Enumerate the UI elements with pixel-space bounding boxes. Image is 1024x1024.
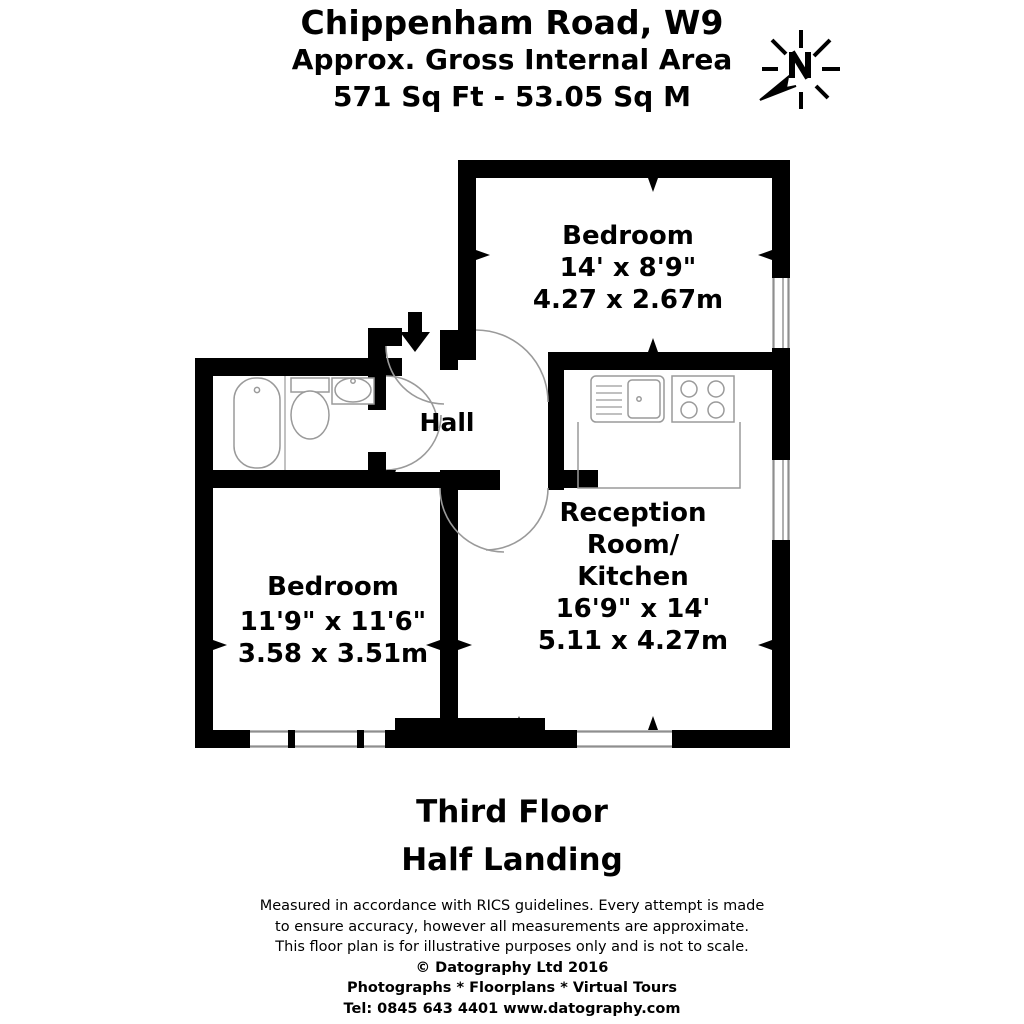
compass-svg bbox=[759, 30, 840, 109]
kitchen-fixtures bbox=[577, 375, 741, 489]
door-swing-entrance bbox=[385, 345, 445, 405]
toilet-icon bbox=[290, 377, 330, 440]
dim-reception-right bbox=[758, 640, 772, 650]
room-label-group: Bedroom 14' x 8'9" 4.27 x 2.67m Hall Bed… bbox=[238, 221, 728, 669]
room-label-reception-kitchen: Reception Room/ Kitchen 16'9" x 14' 5.11… bbox=[538, 498, 728, 656]
dim-bedroom-second-left bbox=[213, 640, 227, 650]
room-label-bedroom-second: Bedroom 11'9" x 11'6" 3.58 x 3.51m bbox=[238, 572, 428, 669]
bathroom-fixtures bbox=[232, 376, 375, 470]
reception-imperial: 16'9" x 14' bbox=[556, 594, 711, 624]
dim-reception-left bbox=[458, 640, 472, 650]
floor-caption-line1: Third Floor bbox=[416, 794, 608, 830]
page-title: Chippenham Road, W9 bbox=[300, 3, 724, 42]
door-swing-group bbox=[385, 329, 549, 553]
dim-reception-bottom bbox=[648, 716, 658, 730]
door-swing-hall-secondary bbox=[385, 375, 439, 429]
window-group bbox=[250, 278, 790, 748]
hob-icon bbox=[671, 375, 735, 423]
bedroom-second-name: Bedroom bbox=[267, 572, 399, 602]
floor-caption-line2: Half Landing bbox=[401, 842, 623, 879]
door-swing-bedroom-second bbox=[439, 487, 505, 553]
dimension-marker-group bbox=[213, 178, 772, 730]
area-value: 571 Sq Ft - 53.05 Sq M bbox=[333, 80, 691, 114]
wall-group bbox=[195, 160, 790, 748]
dim-bedroom-second-bottom bbox=[514, 716, 524, 730]
footer-line-1: Measured in accordance with RICS guideli… bbox=[259, 898, 765, 914]
footer-line-3: This floor plan is for illustrative purp… bbox=[275, 939, 749, 956]
floor-caption: Third Floor Half Landing bbox=[0, 788, 1024, 884]
window-reception-south bbox=[577, 730, 672, 748]
dim-bedroom-second-right bbox=[426, 640, 440, 650]
window-reception-east bbox=[772, 460, 790, 540]
washbasin-icon bbox=[331, 377, 375, 405]
compass-north-icon bbox=[748, 22, 852, 118]
bedroom-main-name: Bedroom bbox=[562, 221, 694, 251]
bathtub-icon bbox=[232, 376, 282, 470]
floor-plan-drawing: Bedroom 14' x 8'9" 4.27 x 2.67m Hall Bed… bbox=[0, 140, 1024, 770]
room-label-bedroom-main: Bedroom 14' x 8'9" 4.27 x 2.67m bbox=[533, 221, 723, 315]
door-swing-bathroom bbox=[385, 414, 442, 471]
bedroom-second-imperial: 11'9" x 11'6" bbox=[240, 607, 426, 637]
reception-name-line2: Room/ bbox=[587, 530, 680, 560]
footer-services: Photographs * Floorplans * Virtual Tours bbox=[346, 980, 678, 997]
reception-metric: 5.11 x 4.27m bbox=[538, 626, 728, 656]
area-label: Approx. Gross Internal Area bbox=[291, 43, 733, 77]
dim-bedroom-main-left bbox=[476, 250, 490, 260]
footer-contact: Tel: 0845 643 4401 www.datography.com bbox=[343, 1000, 681, 1017]
footer-line-2: to ensure accuracy, however all measurem… bbox=[275, 918, 749, 935]
reception-name-line1: Reception bbox=[559, 498, 706, 528]
floor-plan-svg: Bedroom 14' x 8'9" 4.27 x 2.67m Hall Bed… bbox=[195, 160, 790, 748]
dim-bathroom-bottom bbox=[386, 470, 396, 484]
footer-copyright: © Datography Ltd 2016 bbox=[415, 959, 609, 976]
bedroom-second-metric: 3.58 x 3.51m bbox=[238, 639, 428, 669]
hall-name: Hall bbox=[420, 408, 475, 437]
plan-footer: Measured in accordance with RICS guideli… bbox=[0, 896, 1024, 1019]
kitchen-counter-icon bbox=[577, 422, 741, 489]
bedroom-main-imperial: 14' x 8'9" bbox=[560, 253, 697, 283]
window-bedroom-main-east bbox=[772, 278, 790, 348]
reception-name-line3: Kitchen bbox=[577, 562, 689, 592]
door-swing-bedroom-main bbox=[475, 329, 549, 403]
dim-bedroom-main-right bbox=[758, 250, 772, 260]
dim-bedroom-main-top bbox=[648, 178, 658, 192]
room-label-hall: Hall bbox=[420, 408, 475, 437]
kitchen-sink-icon bbox=[590, 375, 665, 423]
entrance-arrow-icon bbox=[400, 312, 430, 352]
door-swing-reception bbox=[485, 487, 549, 551]
dim-bedroom-main-bottom bbox=[648, 338, 658, 352]
bedroom-main-metric: 4.27 x 2.67m bbox=[533, 285, 723, 315]
window-bedroom-second-south bbox=[250, 730, 385, 748]
plan-header: Chippenham Road, W9 Approx. Gross Intern… bbox=[0, 0, 1024, 116]
